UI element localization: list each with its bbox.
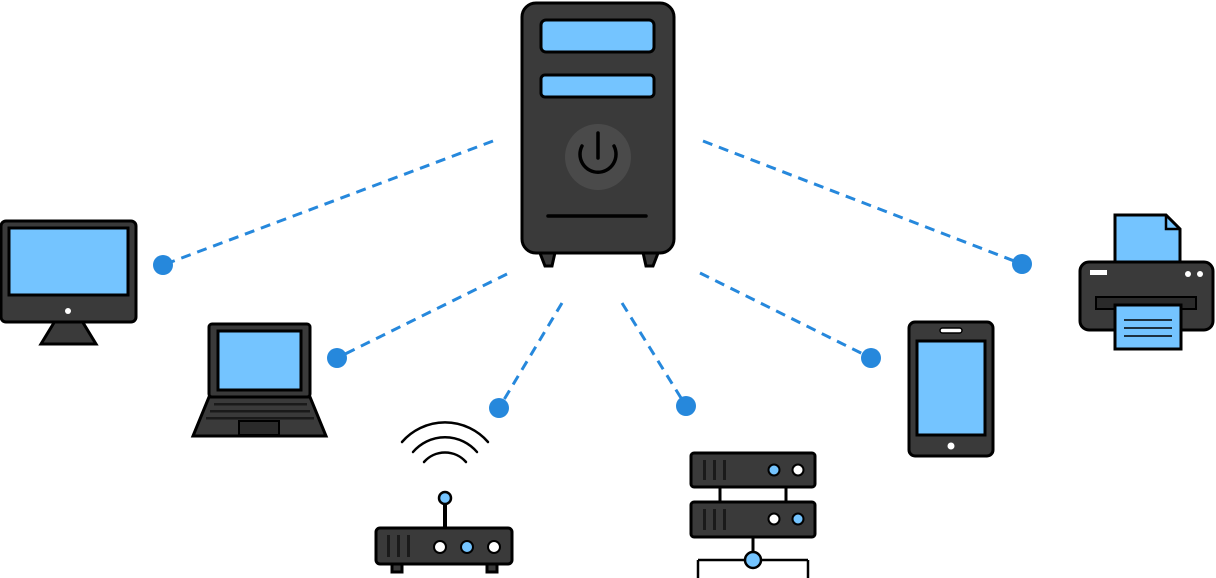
connections — [162, 139, 1023, 409]
printer-icon — [1078, 213, 1215, 351]
endpoint-router — [489, 398, 509, 418]
server-tower-icon — [520, 1, 676, 268]
endpoint-desktop — [153, 255, 173, 275]
connection-rack — [620, 302, 688, 407]
endpoint-laptop — [327, 348, 347, 368]
connection-endpoints — [153, 254, 1032, 418]
server-rack-icon — [689, 451, 817, 578]
desktop-monitor-icon — [0, 219, 138, 346]
endpoint-printer — [1012, 254, 1032, 274]
wifi-router-icon — [374, 421, 514, 574]
connection-laptop — [336, 272, 508, 360]
endpoint-tablet — [861, 348, 881, 368]
connection-router — [497, 302, 564, 409]
laptop-icon — [190, 322, 329, 438]
laptop-keyboard — [206, 403, 314, 420]
connection-printer — [702, 139, 1023, 266]
endpoint-rack — [676, 396, 696, 416]
connection-tablet — [699, 271, 872, 360]
connection-desktop — [162, 139, 494, 267]
tablet-icon — [907, 320, 995, 458]
